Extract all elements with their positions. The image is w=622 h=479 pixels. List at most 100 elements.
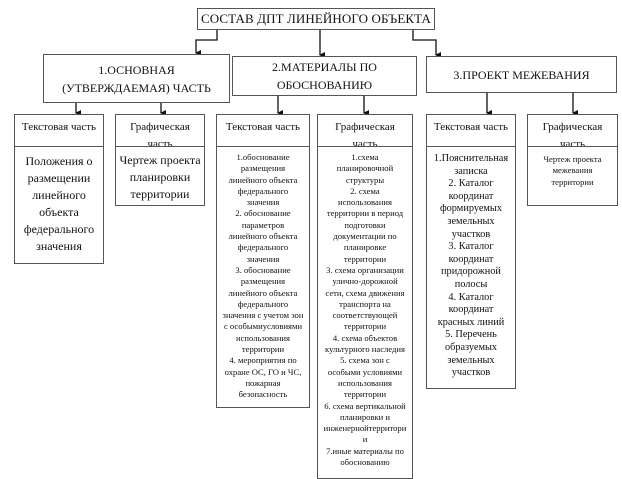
content-line: 2. схема bbox=[350, 185, 380, 196]
content-line: размещения bbox=[240, 163, 286, 174]
content-line: безопасность bbox=[238, 389, 288, 400]
content-line: участков bbox=[451, 228, 491, 240]
section-1-box: 1.ОСНОВНАЯ (УТВЕРЖДАЕМАЯ) ЧАСТЬ bbox=[43, 54, 230, 103]
content-line: координат bbox=[448, 253, 494, 265]
content-line: 3. Каталог bbox=[448, 241, 494, 253]
content-line: 7.иные материалы по bbox=[326, 445, 404, 456]
content-line: транспорта на bbox=[339, 298, 391, 309]
content-line: использования bbox=[338, 197, 392, 208]
content-line: федерального bbox=[237, 242, 289, 253]
text-part-label: Текстовая часть bbox=[225, 121, 301, 133]
arrow-title-to-section-3 bbox=[412, 30, 441, 58]
content-line: значения с учетом зон bbox=[222, 310, 304, 321]
section-3-text-part-box: Текстовая часть bbox=[426, 114, 516, 154]
content-line: использования bbox=[236, 332, 290, 343]
content-line: размещении bbox=[27, 171, 91, 185]
content-line: использования bbox=[338, 377, 392, 388]
content-line: 3. обоснование bbox=[235, 264, 291, 275]
content-line: соответствующей bbox=[332, 310, 398, 321]
content-line: Чертеж проекта bbox=[119, 153, 201, 167]
text-part-label: Текстовая часть bbox=[21, 121, 97, 133]
content-line: параметров bbox=[241, 219, 285, 230]
section-1-label-line: 1.ОСНОВНАЯ bbox=[98, 62, 175, 77]
content-line: красных линий bbox=[437, 316, 505, 328]
content-line: 3. схема организации bbox=[326, 264, 404, 275]
content-line: территории bbox=[241, 344, 285, 355]
content-line: Чертеж проекта bbox=[543, 154, 602, 164]
content-line: территории bbox=[343, 321, 387, 332]
connector-arrows bbox=[75, 30, 578, 116]
content-line: федерального bbox=[237, 298, 289, 309]
content-line: линейного bbox=[32, 188, 86, 202]
content-line: особыми условиями bbox=[327, 366, 403, 377]
content-line: полосы bbox=[454, 278, 488, 290]
content-line: культурного наследия bbox=[325, 344, 405, 355]
text-part-label: Текстовая часть bbox=[433, 121, 509, 133]
content-line: линейного объекта bbox=[228, 231, 298, 242]
content-line: Положения о bbox=[25, 154, 93, 168]
content-line: значения bbox=[246, 197, 280, 208]
content-line: территории bbox=[343, 389, 387, 400]
content-line: участков bbox=[451, 367, 491, 379]
content-line: территории bbox=[130, 187, 190, 201]
content-line: размещения bbox=[240, 276, 286, 287]
content-line: 1.обоснование bbox=[236, 152, 290, 162]
content-line: координат bbox=[448, 190, 494, 202]
content-line: линейного объекта bbox=[228, 287, 298, 298]
arrow-title-to-section-1 bbox=[195, 30, 218, 56]
content-line: территории в период bbox=[326, 208, 404, 219]
section-2-box: 2.МАТЕРИАЛЫ ПО ОБОСНОВАНИЮ bbox=[232, 56, 417, 96]
content-line: территории bbox=[343, 253, 387, 264]
content-line: объекта bbox=[39, 205, 79, 219]
diagram-title: СОСТАВ ДПТ ЛИНЕЙНОГО ОБЪЕКТА bbox=[200, 11, 432, 26]
graphic-part-label: Графическая bbox=[335, 121, 395, 133]
content-line: 1.схема bbox=[351, 152, 379, 162]
content-line: планировке bbox=[343, 242, 387, 253]
content-line: федерального bbox=[23, 222, 95, 236]
content-line: федерального bbox=[237, 185, 289, 196]
content-line: межевания bbox=[552, 165, 593, 176]
graphic-part-label: Графическая bbox=[542, 121, 603, 133]
content-line: улично-дорожной bbox=[332, 276, 398, 287]
content-line: координат bbox=[448, 304, 494, 316]
content-line: с особымиусловиями bbox=[223, 321, 303, 332]
content-line: 4. схема объектов bbox=[332, 332, 398, 343]
content-line: 4. Каталог bbox=[448, 291, 494, 303]
content-line: документации по bbox=[333, 231, 397, 242]
content-line: 4. мероприятия по bbox=[229, 355, 297, 366]
section-1-graphic-content-box: Чертеж проекта планировки территории bbox=[115, 146, 205, 206]
section-3-label-line: 3.ПРОЕКТ МЕЖЕВАНИЯ bbox=[453, 67, 590, 82]
content-line: линейного объекта bbox=[228, 174, 298, 185]
content-line: и bbox=[362, 434, 368, 445]
section-3-box: 3.ПРОЕКТ МЕЖЕВАНИЯ bbox=[426, 56, 617, 93]
content-line: обоснованию bbox=[340, 457, 390, 468]
section-1-text-content-box: Положения о размещении линейного объекта фед… bbox=[14, 146, 104, 264]
graphic-part-label: Графическая bbox=[130, 121, 190, 133]
content-line: земельных bbox=[447, 215, 495, 227]
content-line: 2. Каталог bbox=[448, 178, 494, 190]
content-line: сети, схема движения bbox=[325, 287, 405, 298]
content-line: придорожной bbox=[441, 266, 501, 278]
content-line: 2. обоснование bbox=[235, 208, 291, 219]
content-line: планировочной bbox=[336, 163, 394, 174]
content-line: охране ОС, ГО и ЧС, bbox=[224, 366, 302, 377]
content-line: записка bbox=[454, 165, 488, 177]
section-2-label-line: ОБОСНОВАНИЮ bbox=[276, 78, 373, 92]
content-line: 5. схема зон с bbox=[340, 355, 390, 366]
content-line: структуры bbox=[345, 174, 385, 185]
content-line: 6. схема вертикальной bbox=[324, 400, 406, 411]
content-line: земельных bbox=[447, 354, 495, 366]
content-line: подготовки bbox=[344, 219, 386, 230]
content-line: 5. Перечень bbox=[445, 329, 497, 341]
content-line: образуемых bbox=[444, 341, 498, 353]
section-2-label-line: 2.МАТЕРИАЛЫ ПО bbox=[272, 60, 377, 74]
section-1-label-line: (УТВЕРЖДАЕМАЯ) ЧАСТЬ bbox=[62, 80, 211, 95]
content-line: 1.Пояснительная bbox=[433, 153, 509, 164]
content-line: значения bbox=[36, 239, 82, 253]
content-line: значения bbox=[246, 253, 280, 264]
content-line: планировки bbox=[129, 170, 191, 184]
